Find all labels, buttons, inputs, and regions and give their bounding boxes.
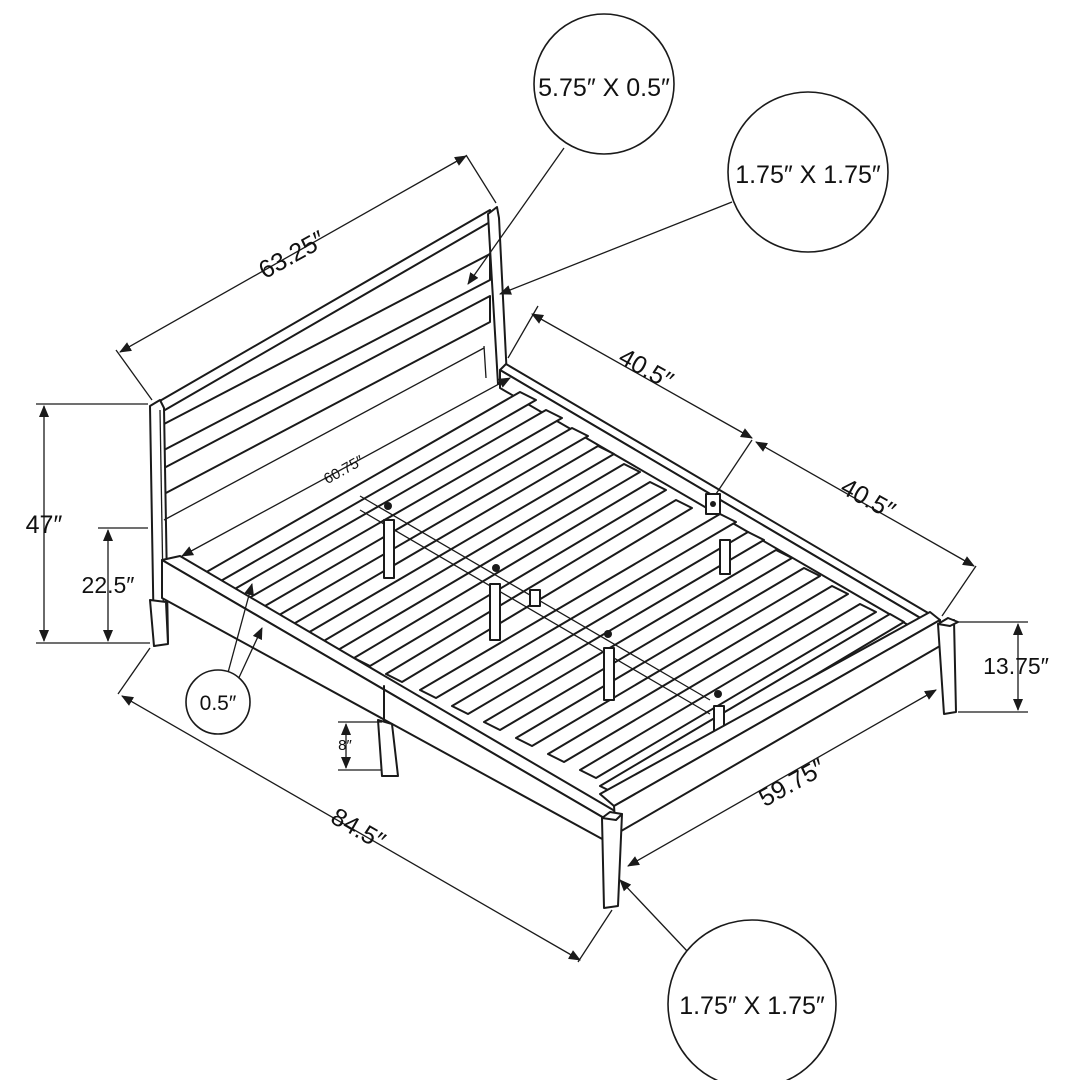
label-total-height: 47″	[26, 511, 63, 539]
label-overall-length: 84.5″	[326, 803, 390, 856]
label-post-size-top: 1.75″ X 1.75″	[735, 161, 881, 189]
slats	[195, 391, 905, 795]
leg	[601, 813, 623, 909]
headboard-slat	[163, 253, 491, 451]
label-rail-thickness: 0.5″	[200, 692, 237, 715]
callout-circle-post-bottom	[667, 919, 837, 1080]
leg	[377, 719, 399, 777]
callout-circle-thickness	[185, 669, 251, 735]
label-inner-length: 59.75″	[754, 753, 830, 812]
dimension-lines	[36, 147, 1028, 963]
label-slat-size: 5.75″ X 0.5″	[538, 74, 670, 102]
labels: 63.25″ 47″ 22.5″ 40.5″ 40.5″ 60.75″ 13.7…	[26, 74, 1049, 1020]
label-side-rail-2: 40.5″	[836, 473, 900, 525]
callout-circle-post-top	[727, 91, 889, 253]
label-frame-height: 13.75″	[983, 653, 1049, 679]
label-inner-width: 60.75″	[321, 452, 367, 488]
leg	[937, 619, 957, 715]
label-post-size-bottom: 1.75″ X 1.75″	[679, 992, 825, 1020]
label-headboard-width: 63.25″	[254, 225, 330, 284]
headboard-post-right	[487, 206, 508, 385]
label-post-height: 22.5″	[82, 572, 135, 598]
slat	[419, 513, 737, 699]
bed-frame	[149, 206, 959, 909]
callout-circle-slat	[533, 13, 675, 155]
headboard-slat	[163, 295, 491, 495]
label-clearance: 8″	[338, 737, 352, 754]
label-side-rail-1: 40.5″	[614, 343, 678, 395]
